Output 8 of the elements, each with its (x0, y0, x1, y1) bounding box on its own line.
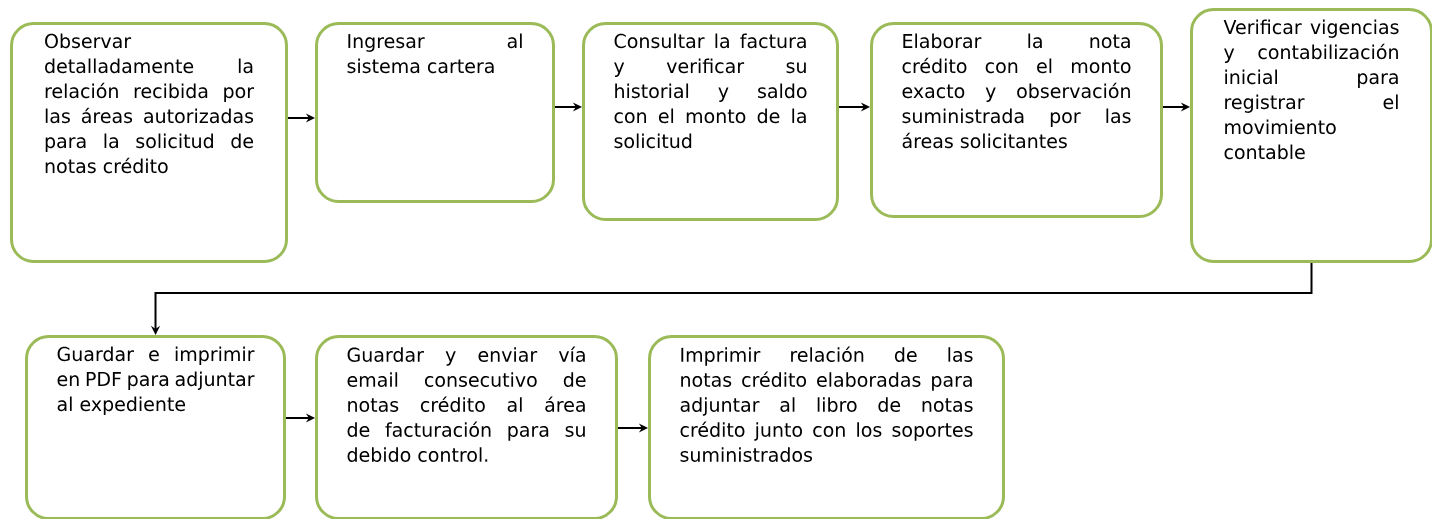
process-box: Consultar la factura y verificar su historial y saldo con el monto de la solicitud (582, 22, 839, 221)
process-box: Guardar e imprimir en PDF para adjuntar al expediente (25, 335, 286, 519)
process-box: Guardar y enviar vía email consecutivo de notas crédito al área de facturación para su debido control. (315, 335, 618, 519)
process-box: Verificar vigencias y contabilización inicial para registrar el movimiento contable (1190, 8, 1432, 263)
process-box: Ingresar al sistema cartera (315, 22, 555, 203)
process-box: Observar detalladamente la relación recibida por las áreas autorizadas para la solicitud de notas crédito (10, 22, 288, 263)
process-box: Elaborar la nota crédito con el monto exacto y observación suministrada por las áreas solicitantes (870, 22, 1163, 218)
process-box: Imprimir relación de las notas crédito elaboradas para adjuntar al libro de notas crédito junto con los soportes suministrados (648, 335, 1005, 519)
